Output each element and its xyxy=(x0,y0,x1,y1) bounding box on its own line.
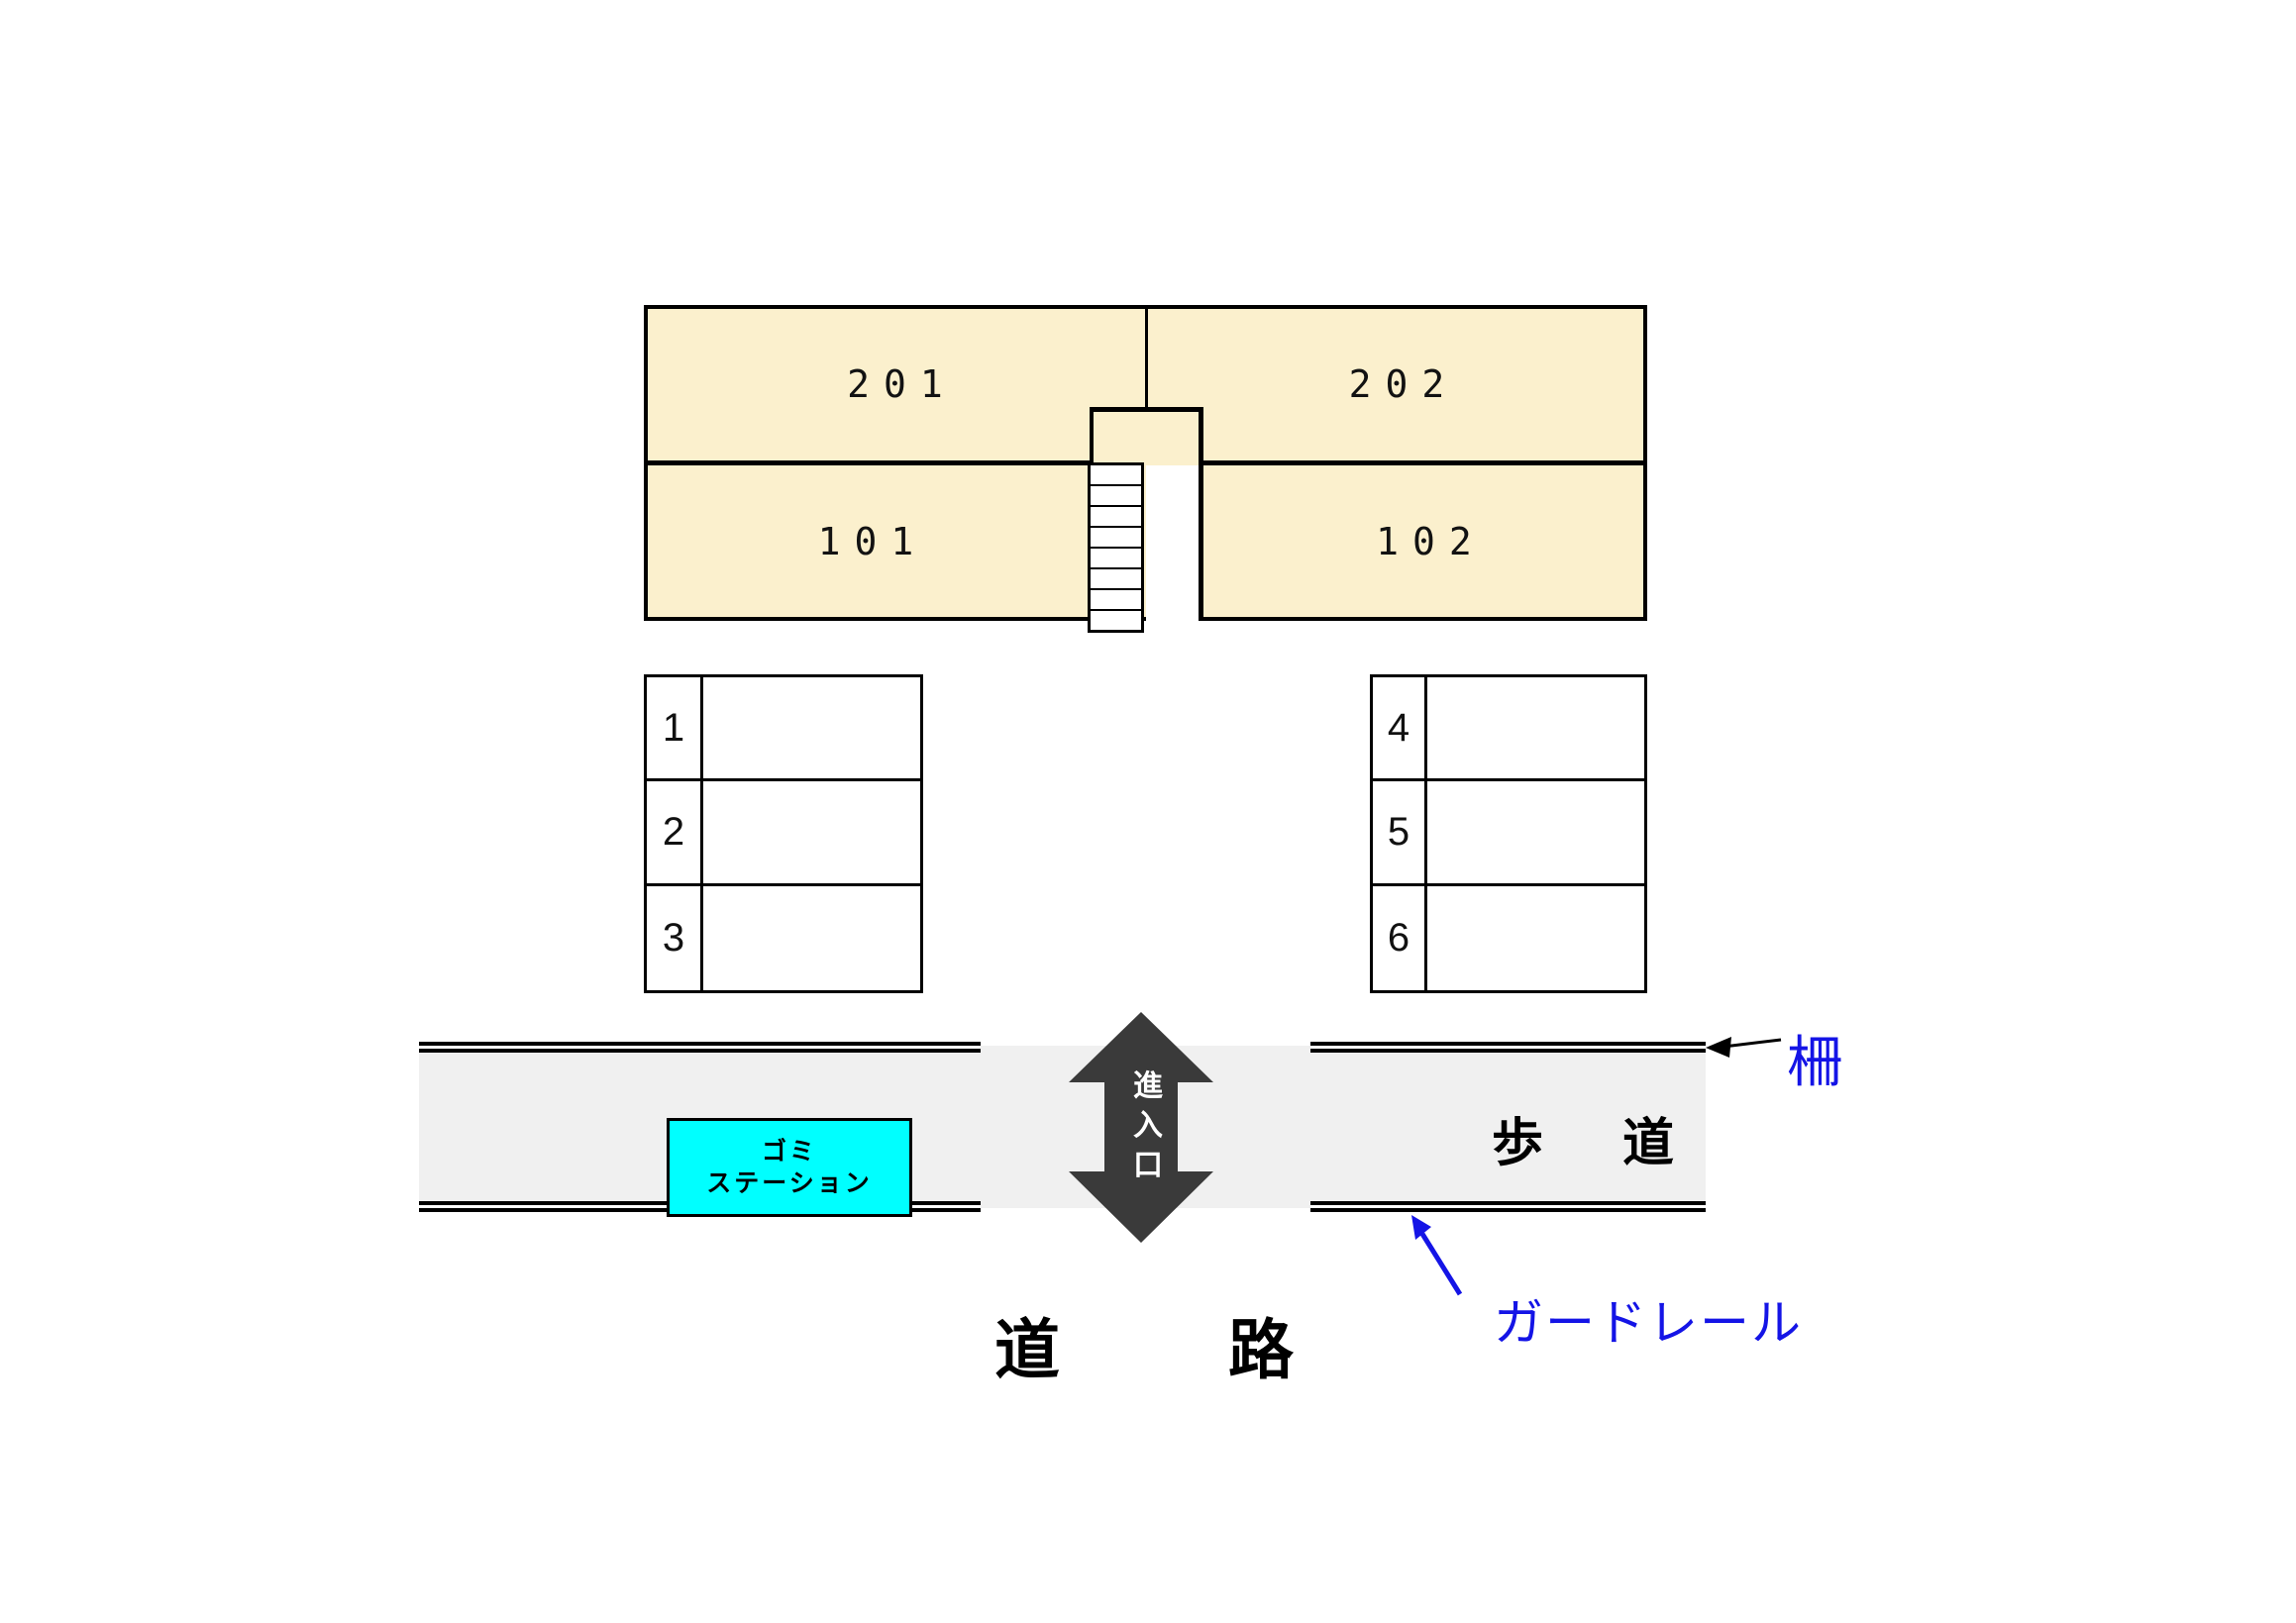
fence-line-top-left-outer xyxy=(419,1042,981,1046)
stair-landing xyxy=(1090,407,1199,462)
parking-space-number: 5 xyxy=(1373,781,1427,883)
fence-annotation-arrow-icon xyxy=(1706,1037,1782,1058)
unit-202-label: 202 xyxy=(1348,362,1459,406)
entrance-double-arrow-icon xyxy=(1069,1012,1213,1243)
parking-bay xyxy=(703,886,920,990)
sidewalk-label: 歩道 xyxy=(1492,1115,1754,1172)
parking-row-5: 5 xyxy=(1373,781,1644,886)
entrance-label: 進入口 xyxy=(1128,1069,1161,1188)
unit-101: 101 xyxy=(644,462,1088,621)
fence-label: 柵 xyxy=(1787,1031,1842,1093)
fence-line-top-right-outer xyxy=(1310,1042,1706,1046)
stair-step xyxy=(1091,528,1141,549)
parking-bay xyxy=(1427,677,1644,778)
parking-bay xyxy=(703,677,920,778)
unit-102-label: 102 xyxy=(1376,520,1486,563)
stair-step xyxy=(1091,507,1141,528)
parking-space-number: 6 xyxy=(1373,885,1427,990)
floor-divider-left xyxy=(644,460,1090,465)
parking-space-number: 4 xyxy=(1373,677,1427,779)
stair-step xyxy=(1091,611,1141,630)
stair-step xyxy=(1091,465,1141,486)
guardrail-line-bottom-right-outer xyxy=(1310,1208,1706,1212)
parking-table-right: 4 5 6 xyxy=(1370,674,1647,993)
garbage-station-label-line1: ゴミ xyxy=(761,1137,817,1166)
fence-line-top-left-inner xyxy=(419,1049,981,1053)
unit-201: 201 xyxy=(644,305,1146,463)
floor-divider-right xyxy=(1199,460,1647,465)
staircase xyxy=(1088,462,1144,633)
guardrail-label: ガードレール xyxy=(1494,1295,1803,1351)
stair-step xyxy=(1091,590,1141,611)
unit-divider-line xyxy=(1145,305,1148,410)
garbage-station-label-line2: ステーション xyxy=(706,1169,873,1197)
parking-table-left: 1 2 3 xyxy=(644,674,923,993)
stairwell-wall xyxy=(1199,407,1203,621)
stair-step xyxy=(1091,486,1141,507)
fence-line-top-right-inner xyxy=(1310,1049,1706,1053)
parking-row-4: 4 xyxy=(1373,677,1644,782)
parking-bay xyxy=(1427,886,1644,990)
stair-step xyxy=(1091,569,1141,590)
stair-step xyxy=(1091,549,1141,569)
parking-row-2: 2 xyxy=(647,781,920,886)
parking-bay xyxy=(703,781,920,882)
parking-space-number: 1 xyxy=(647,677,703,779)
unit-101-label: 101 xyxy=(817,520,928,563)
unit-102: 102 xyxy=(1200,462,1647,621)
garbage-station: ゴミ ステーション xyxy=(667,1118,912,1217)
unit-202: 202 xyxy=(1146,305,1647,463)
road-label: 道路 xyxy=(994,1313,1462,1386)
guardrail-annotation-arrow-icon xyxy=(1411,1215,1463,1296)
guardrail-line-bottom-right-inner xyxy=(1310,1201,1706,1205)
parking-space-number: 2 xyxy=(647,781,703,883)
parking-space-number: 3 xyxy=(647,885,703,990)
parking-row-3: 3 xyxy=(647,885,920,990)
parking-bay xyxy=(1427,781,1644,882)
unit-201-label: 201 xyxy=(847,362,957,406)
parking-row-6: 6 xyxy=(1373,885,1644,990)
stairwell-opening xyxy=(1146,465,1199,634)
parking-row-1: 1 xyxy=(647,677,920,782)
